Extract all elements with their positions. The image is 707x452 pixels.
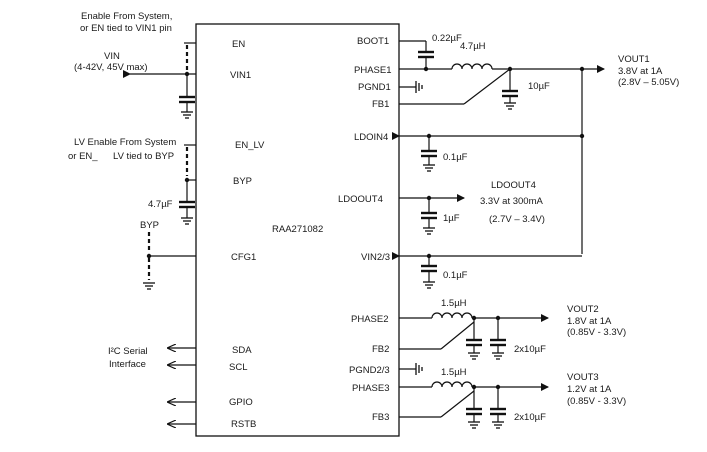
pin-byp: BYP bbox=[233, 176, 252, 187]
vout3-spec: 1.2V at 1A bbox=[567, 384, 612, 395]
digital-io-wiring bbox=[168, 348, 196, 424]
pin-ldoin4: LDOIN4 bbox=[354, 132, 388, 143]
cfg1-wiring bbox=[143, 232, 196, 290]
vout2-range: (0.85V - 3.3V) bbox=[567, 327, 626, 338]
ldo4-spec: 3.3V at 300mA bbox=[480, 196, 544, 207]
pin-ldoout4: LDOOUT4 bbox=[338, 194, 383, 205]
buck3-wiring bbox=[399, 381, 549, 429]
l2-label: 1.5µH bbox=[441, 298, 467, 309]
ldo4-range: (2.7V – 3.4V) bbox=[489, 214, 545, 225]
lv-note-line2b: LV tied to BYP bbox=[113, 151, 174, 162]
ic-body bbox=[195, 23, 400, 437]
pin-pgnd1: PGND1 bbox=[358, 82, 391, 93]
en-wiring bbox=[184, 42, 196, 71]
pin-fb1: FB1 bbox=[372, 99, 389, 110]
lv-note-line1: LV Enable From System bbox=[74, 137, 176, 148]
en-note-line1: Enable From System, bbox=[81, 11, 172, 22]
en-lv-wiring bbox=[184, 144, 196, 176]
pin-pgnd23: PGND2/3 bbox=[349, 365, 390, 376]
vout1-range: (2.8V – 5.05V) bbox=[618, 77, 679, 88]
pin-phase1: PHASE1 bbox=[354, 65, 392, 76]
pin-fb3: FB3 bbox=[372, 412, 389, 423]
vout2-spec: 1.8V at 1A bbox=[567, 316, 612, 327]
ic-part-number: RAA271082 bbox=[272, 224, 323, 235]
en-note-line2: or EN tied to VIN1 pin bbox=[80, 23, 172, 34]
c-ldoout-label: 1µF bbox=[443, 213, 460, 224]
pin-scl: SCL bbox=[229, 362, 247, 373]
vin-range: (4-42V, 45V max) bbox=[74, 62, 148, 73]
lv-note-line2a: or EN_ bbox=[68, 151, 98, 162]
pin-cfg1: CFG1 bbox=[231, 252, 256, 263]
l3-label: 1.5µH bbox=[441, 367, 467, 378]
c-out1-label: 10µF bbox=[528, 81, 550, 92]
ldo4-name: LDOOUT4 bbox=[491, 180, 536, 191]
vout1-spec: 3.8V at 1A bbox=[618, 66, 663, 77]
vout2-name: VOUT2 bbox=[567, 304, 599, 315]
c-vin23-label: 0.1µF bbox=[443, 270, 468, 281]
vin1-wiring bbox=[123, 70, 196, 119]
vin-label: VIN bbox=[104, 51, 120, 62]
pin-phase3: PHASE3 bbox=[352, 383, 390, 394]
byp-ref-label: BYP bbox=[140, 220, 159, 231]
l1-label: 4.7µH bbox=[460, 41, 486, 52]
i2c-label-line2: Interface bbox=[109, 359, 146, 370]
pin-rstb: RSTB bbox=[231, 419, 256, 430]
pin-vin1: VIN1 bbox=[230, 70, 251, 81]
c-out3-label: 2x10µF bbox=[514, 412, 546, 423]
byp-cap-label: 4.7µF bbox=[148, 199, 173, 210]
ldo-wiring bbox=[392, 132, 585, 289]
c-ldoin-label: 0.1µF bbox=[443, 152, 468, 163]
pin-gpio: GPIO bbox=[229, 397, 253, 408]
i2c-label-line1: I²C Serial bbox=[108, 346, 148, 357]
pin-fb2: FB2 bbox=[372, 344, 389, 355]
pin-sda: SDA bbox=[232, 345, 252, 356]
pin-phase2: PHASE2 bbox=[351, 314, 389, 325]
vout3-range: (0.85V - 3.3V) bbox=[567, 396, 626, 407]
pin-en-lv: EN_LV bbox=[235, 140, 265, 151]
c-out2-label: 2x10µF bbox=[514, 344, 546, 355]
buck1-wiring bbox=[399, 40, 605, 254]
pin-vin23: VIN2/3 bbox=[361, 252, 390, 263]
vout1-name: VOUT1 bbox=[618, 54, 650, 65]
byp-wiring bbox=[179, 177, 196, 225]
pin-boot1: BOOT1 bbox=[357, 36, 389, 47]
vout3-name: VOUT3 bbox=[567, 372, 599, 383]
c-boot-label: 0.22µF bbox=[432, 33, 462, 44]
pin-en: EN bbox=[232, 39, 245, 50]
buck2-wiring bbox=[399, 312, 549, 375]
